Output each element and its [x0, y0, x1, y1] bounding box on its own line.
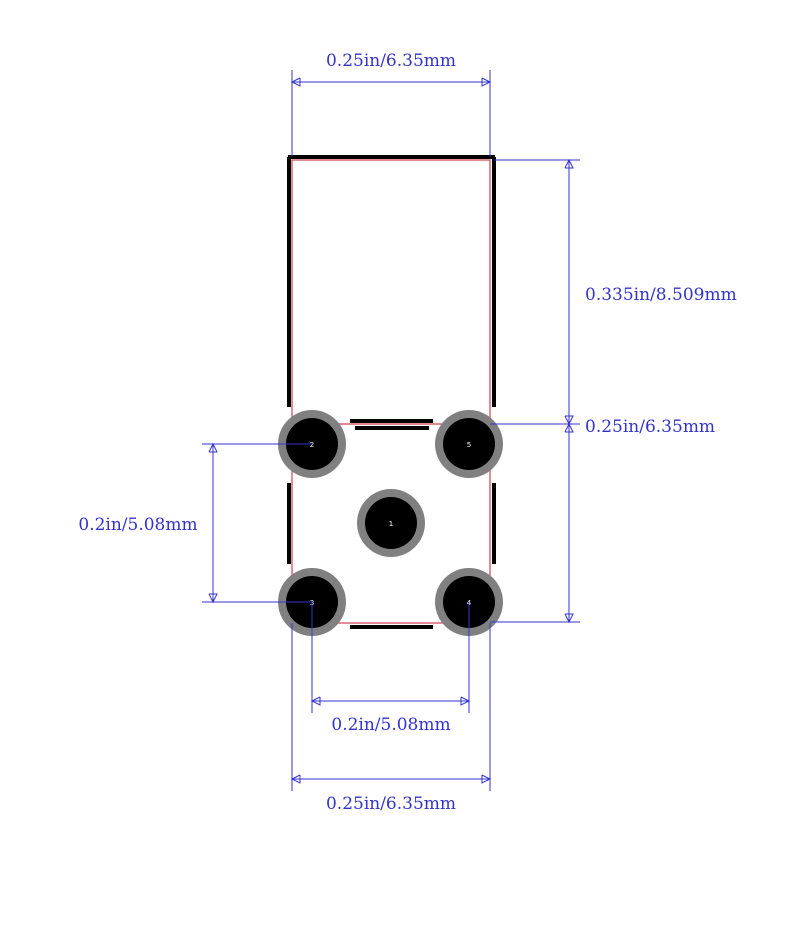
body-outline [291, 159, 491, 624]
pad-2-label: 2 [310, 441, 314, 449]
dimension-bottom-pitch: 0.2in/5.08mm [310, 602, 471, 735]
dimension-top-width: 0.25in/6.35mm [290, 51, 492, 157]
dimension-body-height: 0.335in/8.509mm [490, 158, 737, 426]
pad-1: 1 [357, 489, 425, 557]
dimension-pad-region-height: 0.25in/6.35mm [490, 417, 715, 624]
pad-1-label: 1 [389, 520, 393, 528]
dimension-body-height-label: 0.335in/8.509mm [585, 285, 737, 305]
pad-5-label: 5 [467, 441, 471, 449]
silkscreen [287, 155, 496, 629]
dimension-bottom-width: 0.25in/6.35mm [290, 623, 492, 814]
dimension-pad-region-height-label: 0.25in/6.35mm [585, 417, 715, 437]
dimension-bottom-width-label: 0.25in/6.35mm [326, 794, 456, 814]
pad-5: 5 [435, 410, 503, 478]
dimension-left-pitch: 0.2in/5.08mm [78, 442, 312, 604]
dimension-top-width-label: 0.25in/6.35mm [326, 51, 456, 71]
dimension-left-pitch-label: 0.2in/5.08mm [78, 515, 197, 535]
pads: 1 2 3 4 5 [278, 410, 503, 636]
dimension-bottom-pitch-label: 0.2in/5.08mm [331, 715, 450, 735]
